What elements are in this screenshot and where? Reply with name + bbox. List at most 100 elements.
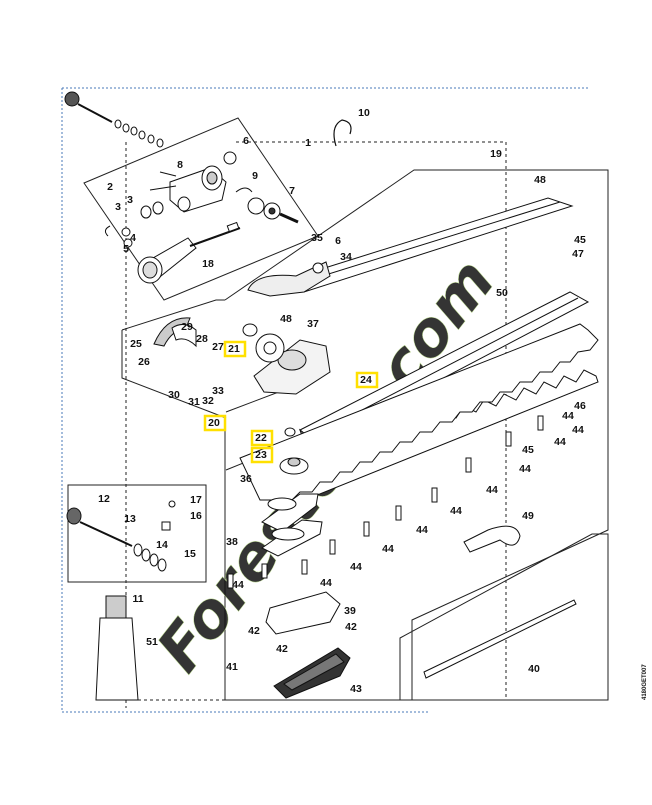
callout-label-44c: 44 (554, 436, 566, 448)
callout-28: 28 (196, 333, 208, 345)
callout-17: 17 (190, 494, 202, 506)
callout-label-44f: 44 (450, 505, 462, 517)
callout-label-8: 8 (177, 159, 183, 171)
callout-label-6b: 6 (335, 235, 341, 247)
callout-label-29: 29 (181, 321, 193, 333)
callout-38: 38 (226, 536, 238, 548)
callout-label-26: 26 (138, 356, 150, 368)
callout-label-7: 7 (289, 185, 295, 197)
callout-44f: 44 (450, 505, 462, 517)
callout-44k: 44 (232, 579, 244, 591)
blade-guard-49 (463, 525, 521, 553)
callout-44a: 44 (562, 410, 574, 422)
callout-7: 7 (289, 185, 295, 197)
callout-label-18: 18 (202, 258, 214, 270)
callout-46: 46 (574, 400, 586, 412)
callout-labels: 1233456678910111213141516171819202122232… (98, 107, 586, 695)
callout-44e: 44 (486, 484, 498, 496)
callout-label-36: 36 (240, 473, 252, 485)
gear-ring (153, 317, 197, 348)
callout-label-41: 41 (226, 661, 238, 673)
callout-4: 4 (130, 232, 136, 244)
blade-assembly (239, 291, 599, 511)
callout-label-38: 38 (226, 536, 238, 548)
callout-42b: 42 (345, 621, 357, 633)
callout-45b: 45 (522, 444, 534, 456)
callout-18: 18 (202, 258, 214, 270)
callout-12: 12 (98, 493, 110, 505)
callout-label-49: 49 (522, 510, 534, 522)
callout-47: 47 (572, 248, 584, 260)
callout-label-51: 51 (146, 636, 158, 648)
callout-42a: 42 (248, 625, 260, 637)
callout-label-42a: 42 (248, 625, 260, 637)
callout-label-44e: 44 (486, 484, 498, 496)
callout-16: 16 (190, 510, 202, 522)
callout-41: 41 (226, 661, 238, 673)
callout-label-10: 10 (358, 107, 370, 119)
callout-14: 14 (156, 539, 168, 551)
callout-label-44d: 44 (519, 463, 531, 475)
callout-44d: 44 (519, 463, 531, 475)
callout-44h: 44 (382, 543, 394, 555)
callout-label-43: 43 (350, 683, 362, 695)
callout-26: 26 (138, 356, 150, 368)
highlight-box-20 (203, 414, 227, 432)
callout-6b: 6 (335, 235, 341, 247)
callout-49: 49 (522, 510, 534, 522)
callout-44i: 44 (350, 561, 362, 573)
callout-label-42b: 42 (345, 621, 357, 633)
callout-label-45b: 45 (522, 444, 534, 456)
small-fasteners (104, 201, 164, 248)
callout-label-33: 33 (212, 385, 224, 397)
callout-20: 20 (203, 414, 227, 432)
callout-25: 25 (130, 338, 142, 350)
screw-set (227, 415, 544, 589)
callout-44j: 44 (320, 577, 332, 589)
callout-10: 10 (358, 107, 370, 119)
highlight-box-21 (223, 340, 247, 358)
callout-13: 13 (124, 513, 136, 525)
callout-label-20: 20 (208, 417, 220, 429)
callout-label-45a: 45 (574, 234, 586, 246)
callout-21: 21 (223, 340, 247, 358)
callout-8: 8 (177, 159, 183, 171)
callout-label-35: 35 (311, 232, 323, 244)
callout-35: 35 (311, 232, 323, 244)
gear-housing (149, 165, 227, 213)
callout-51: 51 (146, 636, 158, 648)
callout-label-21: 21 (228, 343, 240, 355)
callout-label-11: 11 (132, 593, 143, 605)
callout-3a: 3 (127, 194, 133, 206)
callout-32: 32 (202, 395, 214, 407)
callout-44g: 44 (416, 524, 428, 536)
callout-9: 9 (252, 170, 258, 182)
callout-label-42c: 42 (276, 643, 288, 655)
highlight-box-24 (355, 371, 379, 389)
callout-5: 5 (123, 243, 129, 255)
callout-31: 31 (188, 396, 200, 408)
callout-27: 27 (212, 341, 224, 353)
callout-label-44j: 44 (320, 577, 332, 589)
connecting-rods (261, 493, 323, 557)
side-code-group: 4180GET007 (642, 664, 648, 700)
callout-36: 36 (240, 473, 252, 485)
callout-label-13: 13 (124, 513, 136, 525)
callout-label-44k: 44 (232, 579, 244, 591)
callout-37: 37 (307, 318, 319, 330)
callout-label-44b: 44 (572, 424, 584, 436)
callout-label-5: 5 (123, 243, 129, 255)
callout-3b: 3 (115, 201, 121, 213)
callout-label-12: 12 (98, 493, 110, 505)
gearbox-covers (265, 591, 351, 699)
gearbox-shaft (137, 221, 241, 284)
highlight-box-23 (250, 446, 274, 464)
callout-label-44i: 44 (350, 561, 362, 573)
callout-label-44h: 44 (382, 543, 394, 555)
callout-label-50: 50 (496, 287, 508, 299)
callout-11: 11 (132, 593, 143, 605)
callout-44b: 44 (572, 424, 584, 436)
callout-29: 29 (181, 321, 193, 333)
